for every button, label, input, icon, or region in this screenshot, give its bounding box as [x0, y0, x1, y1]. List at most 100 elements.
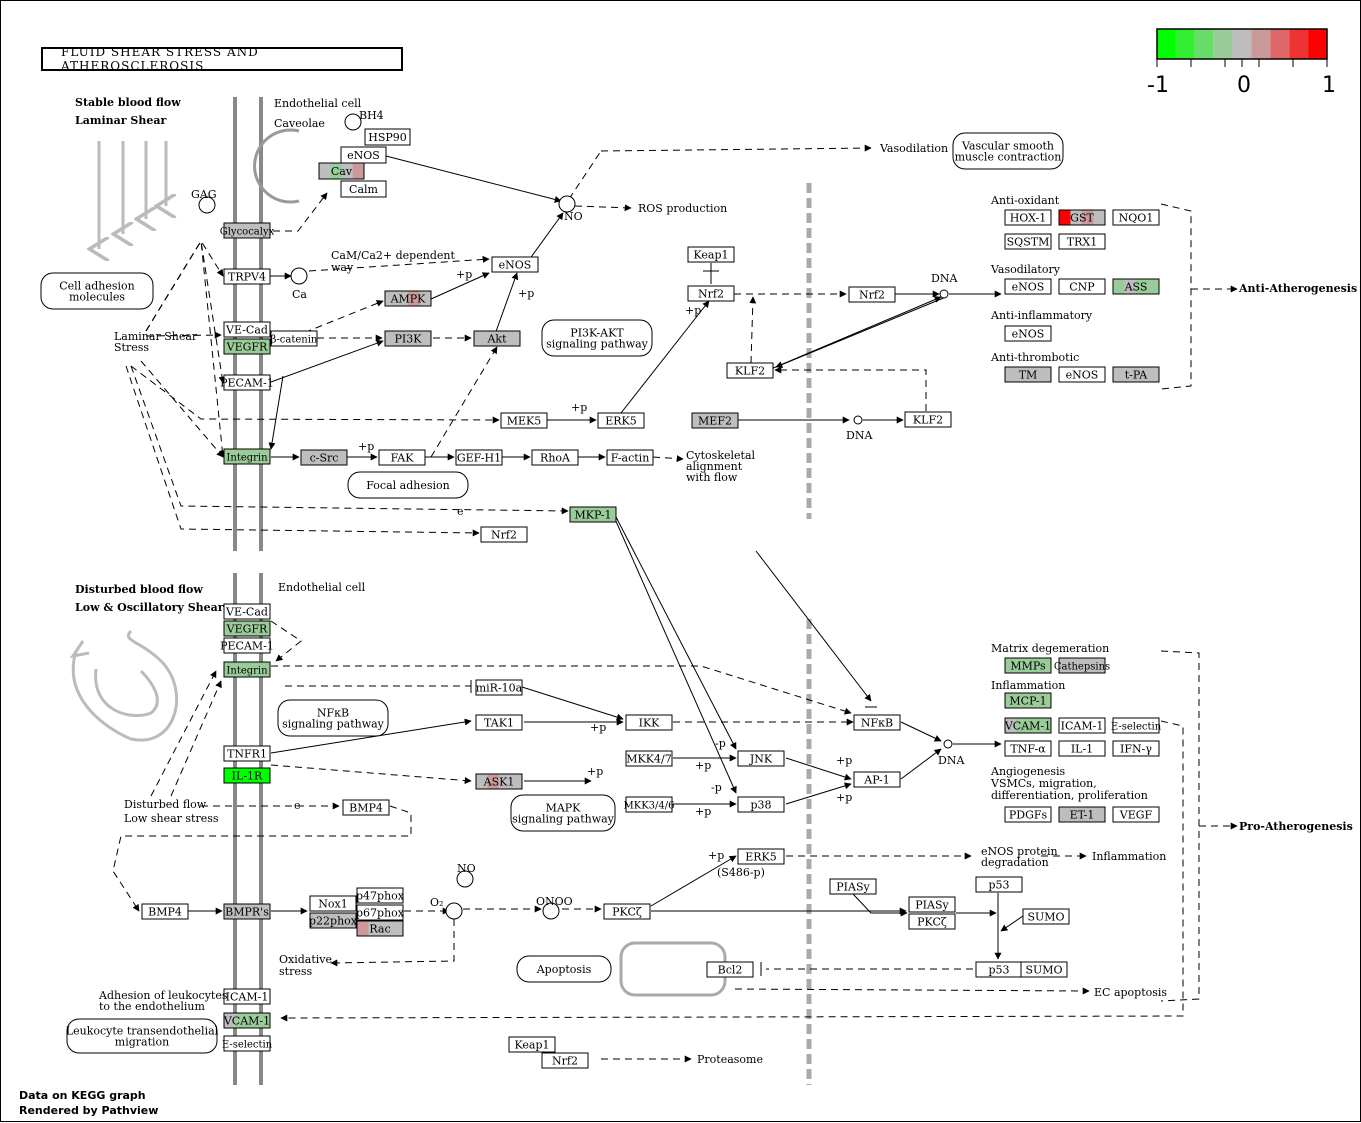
gene-node-rhoa[interactable]: RhoA [531, 449, 579, 466]
gene-node-tpa[interactable]: t-PA [1112, 366, 1160, 383]
gene-node-tnfr1[interactable]: TNFR1 [223, 745, 271, 762]
gene-node-ampk[interactable]: AMPK [384, 290, 432, 307]
gene-node-mkk47[interactable]: MKK4/7 [625, 750, 673, 767]
gene-node-hsp90[interactable]: HSP90 [364, 128, 411, 146]
gene-node-sqstm[interactable]: SQSTM [1004, 233, 1052, 250]
gene-node-ask1[interactable]: ASK1 [475, 773, 523, 790]
gene-node-eselectin1[interactable]: E-selectin [1111, 717, 1162, 734]
gene-node-cnp[interactable]: CNP [1058, 278, 1106, 295]
gene-node-ap1[interactable]: AP-1 [853, 771, 901, 788]
gene-node-piasy2[interactable]: PIASy [908, 896, 956, 913]
gene-node-il1r[interactable]: IL-1R [223, 767, 271, 784]
gene-node-p53a[interactable]: p53 [975, 876, 1023, 893]
gene-node-tnfa[interactable]: TNF-α [1004, 740, 1052, 757]
gene-node-pecam2[interactable]: PECAM-1 [220, 637, 274, 654]
gene-node-enos2[interactable]: eNOS [491, 256, 539, 273]
gene-node-vecad2[interactable]: VE-Cad [223, 603, 271, 620]
gene-node-p47phox[interactable]: p47phox [356, 887, 405, 904]
gene-node-ifng[interactable]: IFN-γ [1112, 740, 1160, 757]
gene-node-et1[interactable]: ET-1 [1058, 806, 1106, 823]
gene-node-mir10a[interactable]: miR-10a [475, 679, 523, 696]
pathway-link-apoptosis[interactable]: Apoptosis [516, 955, 612, 983]
gene-node-klf2[interactable]: KLF2 [726, 362, 774, 379]
gene-node-ass[interactable]: ASS [1112, 278, 1160, 295]
gene-node-erk5b[interactable]: ERK5 [737, 848, 785, 865]
gene-node-pkcz2[interactable]: PKCζ [908, 913, 956, 930]
gene-node-nqo1[interactable]: NQO1 [1112, 209, 1160, 226]
gene-node-enos3[interactable]: eNOS [1004, 278, 1052, 295]
gene-node-csrc[interactable]: c-Src [300, 449, 348, 466]
gene-node-p38[interactable]: p38 [737, 796, 785, 813]
gene-node-nrf2b[interactable]: Nrf2 [848, 286, 896, 303]
gene-node-fak[interactable]: FAK [378, 449, 426, 466]
pathway-link-focal-adhesion[interactable]: Focal adhesion [347, 471, 469, 499]
gene-node-icam1b[interactable]: ICAM-1 [223, 988, 271, 1005]
gene-node-icam1a[interactable]: ICAM-1 [1058, 717, 1106, 734]
gene-node-vegfr2[interactable]: VEGFR [223, 620, 271, 637]
gene-node-sumo2[interactable]: SUMO [1020, 961, 1068, 978]
gene-node-nfkb[interactable]: NFκB [853, 714, 901, 731]
gene-node-p22phox[interactable]: p22phox [309, 912, 358, 929]
gene-node-enos4[interactable]: eNOS [1004, 325, 1052, 342]
gene-node-bcatenin[interactable]: β-catenin [270, 330, 318, 347]
gene-node-il1[interactable]: IL-1 [1058, 740, 1106, 757]
gene-node-rac[interactable]: Rac [356, 920, 404, 937]
gene-node-nox1[interactable]: Nox1 [309, 895, 357, 912]
gene-node-erk5[interactable]: ERK5 [597, 412, 645, 429]
gene-node-piasy[interactable]: PIASy [829, 878, 877, 895]
gene-node-eselectin2[interactable]: E-selectin [222, 1035, 273, 1052]
gene-node-gefh1[interactable]: GEF-H1 [455, 449, 503, 466]
gene-node-glycocalyx[interactable]: Glycocalyx [220, 222, 275, 239]
gene-node-hox1[interactable]: HOX-1 [1004, 209, 1052, 226]
gene-node-calm[interactable]: Calm [340, 180, 387, 198]
gene-node-factin[interactable]: F-actin [606, 449, 654, 466]
gene-node-gst[interactable]: GST [1058, 209, 1106, 226]
gene-node-integrin2[interactable]: Integrin [223, 661, 271, 678]
gene-node-mek5[interactable]: MEK5 [500, 412, 548, 429]
gene-node-nrf2a[interactable]: Nrf2 [687, 285, 735, 302]
gene-node-bmprs[interactable]: BMPR's [223, 903, 271, 920]
gene-node-mcp1[interactable]: MCP-1 [1004, 692, 1052, 709]
gene-node-jnk[interactable]: JNK [737, 750, 785, 767]
gene-node-bmp4a[interactable]: BMP4 [342, 799, 390, 816]
gene-node-nrf2c[interactable]: Nrf2 [480, 526, 528, 543]
gene-node-bcl2[interactable]: Bcl2 [706, 961, 754, 978]
gene-node-enos5[interactable]: eNOS [1058, 366, 1106, 383]
gene-node-tak1[interactable]: TAK1 [475, 714, 523, 731]
gene-node-bmp4b[interactable]: BMP4 [141, 903, 189, 920]
gene-node-mkk346[interactable]: MKK3/4/6 [623, 796, 675, 813]
gene-node-vegf[interactable]: VEGF [1112, 806, 1160, 823]
gene-node-vcam1b[interactable]: VCAM-1 [223, 1012, 271, 1029]
gene-node-p53b[interactable]: p53 [975, 961, 1023, 978]
gene-node-integrin1[interactable]: Integrin [223, 448, 271, 465]
gene-node-vecad1[interactable]: VE-Cad [223, 321, 271, 338]
gene-node-keap1b[interactable]: Keap1 [508, 1036, 556, 1053]
gene-node-p67phox[interactable]: p67phox [356, 904, 405, 921]
gene-node-pi3k[interactable]: PI3K [384, 330, 432, 347]
gene-node-trpv4[interactable]: TRPV4 [223, 268, 271, 285]
gene-node-mmps[interactable]: MMPs [1004, 657, 1052, 674]
gene-node-pdgfs[interactable]: PDGFs [1004, 806, 1052, 823]
gene-node-mkp1[interactable]: MKP-1 [569, 506, 617, 523]
gene-node-nrf2d[interactable]: Nrf2 [541, 1052, 589, 1069]
gene-node-cav[interactable]: Cav [318, 162, 365, 180]
gene-node-sumo1[interactable]: SUMO [1022, 908, 1070, 925]
gene-node-keap1[interactable]: Keap1 [687, 246, 735, 263]
gene-node-enos_cav[interactable]: eNOS [340, 146, 387, 164]
gene-node-akt[interactable]: Akt [473, 330, 521, 347]
gene-node-tm[interactable]: TM [1004, 366, 1052, 383]
gene-node-vcam1a[interactable]: VCAM-1 [1004, 717, 1052, 734]
gene-node-vegfr1[interactable]: VEGFR [223, 338, 271, 355]
gene-node-ikk[interactable]: IKK [625, 714, 673, 731]
gene-node-trx1[interactable]: TRX1 [1058, 233, 1106, 250]
gene-node-klf2_dna[interactable]: KLF2 [904, 411, 952, 428]
gene-node-cathepsins[interactable]: Cathepsins [1054, 657, 1110, 674]
gene-node-pecam1[interactable]: PECAM-1 [220, 374, 274, 391]
gene-node-pkcz[interactable]: PKCζ [603, 903, 651, 920]
